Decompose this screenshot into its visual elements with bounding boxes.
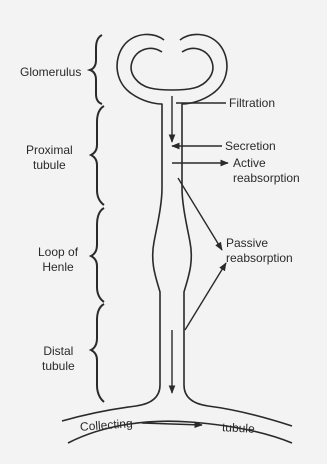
label-active-line1: Active [233,156,300,171]
label-loop-of-henle: Loop of Henle [38,245,78,275]
brace-loop-of-henle [91,208,104,302]
label-loop-line1: Loop of [38,245,78,260]
brace-proximal-tubule [91,106,104,205]
label-loop-line2: Henle [38,260,78,275]
label-passive-line1: Passive [226,236,293,251]
brace-distal-tubule [91,304,104,402]
label-active-reabsorption: Active reabsorption [233,156,300,186]
collecting-flow-arrow [142,423,202,425]
label-distal-line1: Distal [42,344,75,359]
label-distal-line2: tubule [42,359,75,374]
label-passive-line2: reabsorption [226,251,293,266]
label-passive-reabsorption: Passive reabsorption [226,236,293,266]
passive-reabsorption-arrow-lower [185,263,226,330]
bowmans-capsule-inner [131,48,213,90]
bowmans-capsule-outer [62,34,164,421]
label-proximal-tubule: Proximal tubule [26,143,73,173]
label-secretion: Secretion [225,139,276,154]
brace-glomerulus [90,35,102,104]
label-filtration: Filtration [229,96,275,111]
label-proximal-line1: Proximal [26,143,73,158]
bowmans-capsule-right [180,34,292,426]
label-glomerulus: Glomerulus [20,65,81,80]
label-proximal-line2: tubule [26,158,73,173]
label-active-line2: reabsorption [233,171,300,186]
label-collecting-tubule: tubule [222,420,255,437]
label-distal-tubule: Distal tubule [42,344,75,374]
